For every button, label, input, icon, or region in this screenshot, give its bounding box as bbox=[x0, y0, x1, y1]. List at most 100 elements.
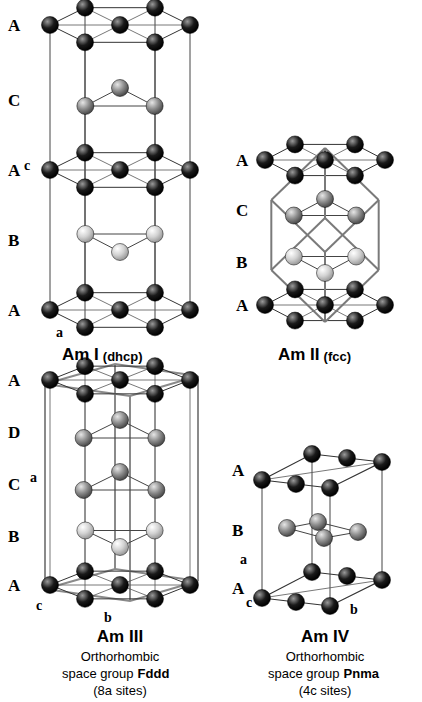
atom-sphere bbox=[112, 372, 129, 389]
atom-sphere bbox=[287, 136, 304, 153]
atom-sphere bbox=[147, 144, 164, 161]
structure-caption: Am I bbox=[62, 346, 99, 363]
atom-sphere bbox=[112, 577, 129, 594]
atom-sphere bbox=[254, 472, 271, 489]
atom-sphere bbox=[77, 0, 94, 16]
atom-sphere bbox=[347, 136, 364, 153]
layer-label: B bbox=[232, 522, 243, 539]
bond-line bbox=[50, 25, 120, 26]
structure-caption: Pnma bbox=[344, 667, 379, 680]
atom-sphere bbox=[310, 514, 327, 531]
structure-caption: Fddd bbox=[138, 667, 170, 680]
atom-sphere bbox=[42, 17, 59, 34]
bond-line bbox=[190, 380, 191, 585]
atoms bbox=[42, 0, 394, 614]
bond-line bbox=[120, 585, 190, 586]
layer-label: c bbox=[36, 599, 42, 613]
atom-sphere bbox=[347, 167, 364, 184]
atom-sphere bbox=[147, 563, 164, 580]
layer-label: a bbox=[240, 553, 247, 567]
atom-sphere bbox=[147, 34, 164, 51]
atom-sphere bbox=[112, 244, 129, 261]
atom-sphere bbox=[147, 590, 164, 607]
atom-sphere bbox=[288, 594, 305, 611]
bond-line bbox=[270, 200, 272, 270]
atom-sphere bbox=[285, 248, 302, 265]
atom-sphere bbox=[147, 0, 164, 16]
atom-sphere bbox=[77, 590, 94, 607]
atom-sphere bbox=[374, 454, 391, 471]
layer-label: c bbox=[24, 159, 30, 173]
layer-label: A bbox=[8, 577, 20, 594]
structure-caption: Orthorhombic bbox=[81, 650, 160, 663]
atom-sphere bbox=[147, 319, 164, 336]
bond-line bbox=[325, 160, 385, 161]
layer-label: A bbox=[236, 152, 248, 169]
atom-sphere bbox=[112, 162, 129, 179]
bond-line bbox=[325, 305, 385, 306]
layer-label: B bbox=[8, 528, 19, 545]
atom-sphere bbox=[374, 572, 391, 589]
bond-line bbox=[312, 454, 313, 572]
structure-caption: (dhcp) bbox=[103, 350, 143, 363]
atom-sphere bbox=[182, 162, 199, 179]
layer-label: A bbox=[8, 162, 20, 179]
layer-label: D bbox=[8, 424, 20, 441]
atom-sphere bbox=[257, 297, 274, 314]
bond-line bbox=[271, 200, 325, 252]
atom-sphere bbox=[348, 248, 365, 265]
atom-sphere bbox=[257, 152, 274, 169]
structure-caption: Am IV bbox=[301, 628, 349, 645]
atom-sphere bbox=[377, 297, 394, 314]
bond-line bbox=[271, 148, 325, 200]
atom-sphere bbox=[77, 563, 94, 580]
bond-line bbox=[265, 160, 325, 161]
atom-sphere bbox=[322, 480, 339, 497]
atom-sphere bbox=[317, 152, 334, 169]
layer-label: c bbox=[246, 596, 252, 610]
bond-line bbox=[120, 380, 190, 381]
bond-line bbox=[325, 148, 379, 200]
atom-sphere bbox=[288, 476, 305, 493]
atom-sphere bbox=[77, 226, 94, 243]
atom-sphere bbox=[285, 207, 302, 224]
atom-sphere bbox=[182, 372, 199, 389]
atom-sphere bbox=[77, 179, 94, 196]
atom-sphere bbox=[42, 577, 59, 594]
atom-sphere bbox=[147, 385, 164, 402]
atom-sphere bbox=[339, 568, 356, 585]
atom-sphere bbox=[148, 482, 165, 499]
atom-sphere bbox=[146, 522, 163, 539]
atom-sphere bbox=[112, 539, 129, 556]
atom-sphere bbox=[42, 162, 59, 179]
layer-label: B bbox=[8, 232, 19, 249]
atom-sphere bbox=[146, 226, 163, 243]
bond-line bbox=[50, 310, 120, 311]
bond-line bbox=[330, 488, 331, 606]
layer-outline bbox=[50, 8, 190, 43]
layer-label: a bbox=[56, 326, 63, 340]
atom-sphere bbox=[317, 265, 334, 282]
bond-line bbox=[50, 585, 120, 586]
atom-sphere bbox=[182, 302, 199, 319]
atom-sphere bbox=[347, 281, 364, 298]
atom-sphere bbox=[287, 281, 304, 298]
layer-label: A bbox=[232, 580, 244, 597]
bond-line bbox=[120, 170, 190, 171]
structure-caption: Am III bbox=[97, 628, 143, 645]
layer-outline bbox=[50, 153, 190, 188]
layer-outline bbox=[262, 454, 382, 488]
atom-sphere bbox=[148, 430, 165, 447]
atom-sphere bbox=[287, 312, 304, 329]
bond-line bbox=[44, 384, 46, 589]
layer-outline bbox=[50, 293, 190, 328]
atom-sphere bbox=[316, 530, 333, 547]
structure-caption: (8a sites) bbox=[93, 684, 146, 697]
structure-caption: Orthorhombic bbox=[286, 650, 365, 663]
atom-sphere bbox=[322, 598, 339, 615]
atom-sphere bbox=[112, 412, 129, 429]
structure-caption: space group bbox=[62, 667, 134, 680]
layer-label: C bbox=[8, 476, 20, 493]
atom-sphere bbox=[77, 34, 94, 51]
